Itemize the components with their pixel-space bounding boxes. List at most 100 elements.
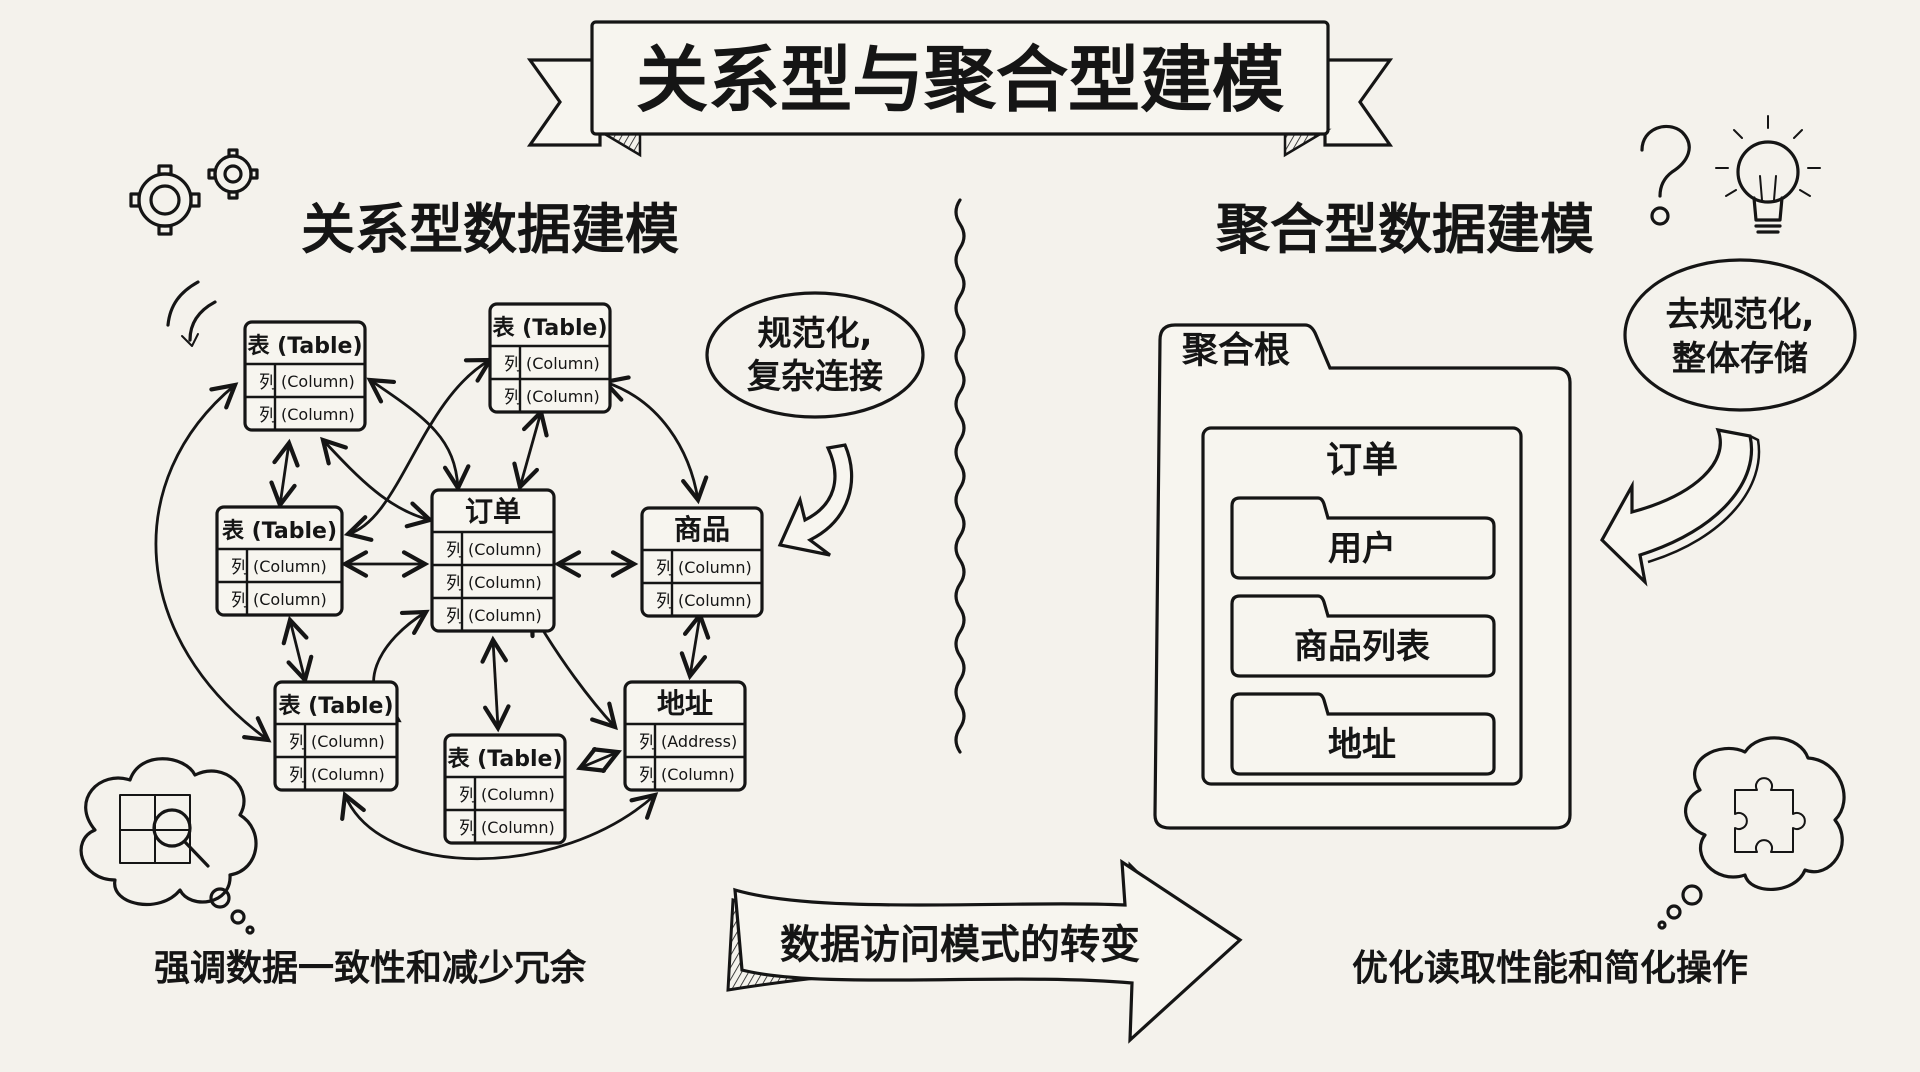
column-key: 列 [231, 590, 249, 611]
column-name: (Column) [661, 765, 735, 784]
sub-entity-label: 商品列表 [1294, 627, 1430, 667]
table-t5: 表 (Table) 列(Column)列(Column) [443, 733, 567, 845]
sub-entity-folder: 商品列表 [1230, 594, 1496, 678]
normalization-bubble: 规范化, 复杂连接 [705, 291, 925, 419]
relation-arrow [576, 746, 622, 774]
table-title: 表 (Table) [279, 694, 394, 719]
column-name: (Address) [661, 732, 737, 751]
column-key: 列 [259, 405, 277, 426]
column-name: (Column) [468, 540, 542, 559]
lightbulb-icon [1715, 115, 1821, 234]
table-t1: 表 (Table) 列(Column)列(Column) [243, 320, 367, 432]
column-name: (Column) [311, 765, 385, 784]
column-name: (Column) [481, 818, 555, 837]
column-key: 列 [289, 732, 307, 753]
tables-layer: 表 (Table)列(Column)列(Column)表 (Table)列(Co… [215, 302, 764, 845]
puzzle-magnifier-icon [79, 757, 258, 935]
table-t2: 表 (Table) 列(Column)列(Column) [488, 302, 612, 414]
column-key: 列 [446, 606, 464, 627]
column-key: 列 [656, 591, 674, 612]
relation-arrow [269, 438, 300, 510]
relation-arrow [343, 357, 494, 542]
column-name: (Column) [281, 372, 355, 391]
relation-arrow [340, 791, 659, 861]
column-name: (Column) [281, 405, 355, 424]
table-title: 商品 [674, 513, 730, 546]
table-title: 订单 [465, 495, 521, 528]
table-title: 表 (Table) [448, 747, 563, 772]
sub-entity-folder: 地址 [1230, 692, 1496, 776]
bubble-line: 去规范化, [1666, 295, 1815, 335]
bubble-line: 整体存储 [1672, 339, 1808, 379]
relation-arrow [281, 615, 314, 685]
sub-entity-label: 地址 [1328, 725, 1396, 765]
sub-entity-folder: 用户 [1230, 496, 1496, 580]
column-name: (Column) [311, 732, 385, 751]
table-address: 地址列(Address)列(Column) [623, 680, 747, 792]
column-key: 列 [289, 765, 307, 786]
column-key: 列 [446, 540, 464, 561]
aggregate-root-label: 聚合根 [1181, 330, 1290, 371]
column-key: 列 [446, 573, 464, 594]
column-name: (Column) [481, 785, 555, 804]
table-t3: 表 (Table) 列(Column)列(Column) [215, 505, 344, 617]
banner-right-tail [1323, 58, 1394, 147]
column-key: 列 [656, 558, 674, 579]
bubble-line: 规范化, [758, 314, 873, 354]
column-name: (Column) [468, 573, 542, 592]
bubble-line: 复杂连接 [747, 357, 883, 397]
table-title: 表 (Table) [248, 334, 363, 359]
curved-arrow-icon [1600, 427, 1761, 587]
banner-body [590, 20, 1330, 136]
column-name: (Column) [526, 354, 600, 373]
gears-icon [129, 148, 259, 236]
column-name: (Column) [468, 606, 542, 625]
relation-arrow [366, 377, 471, 493]
table-title: 表 (Table) [222, 519, 337, 544]
relation-arrow [154, 382, 272, 743]
relation-arrow [512, 407, 549, 492]
column-key: 列 [259, 372, 277, 393]
transition-arrow: 数据访问模式的转变 [726, 858, 1243, 1044]
table-title: 地址 [657, 687, 713, 720]
curved-arrow-icon [777, 443, 854, 557]
relation-arrow [600, 375, 709, 505]
puzzle-piece-icon [1657, 736, 1846, 930]
banner-left-tail [526, 58, 602, 147]
table-order: 订单列(Column)列(Column)列(Column) [430, 488, 556, 633]
table-box [215, 505, 344, 617]
column-key: 列 [504, 354, 522, 375]
table-product: 商品列(Column)列(Column) [640, 506, 764, 618]
denormalization-bubble: 去规范化, 整体存储 [1623, 258, 1857, 412]
relation-arrow [480, 635, 511, 733]
sub-entity-label: 用户 [1328, 529, 1396, 569]
column-name: (Column) [678, 558, 752, 577]
column-key: 列 [639, 732, 657, 753]
column-key: 列 [459, 785, 477, 806]
title-banner: 关系型与聚合型建模 [526, 20, 1394, 158]
column-key: 列 [639, 765, 657, 786]
order-entity-label: 订单 [1326, 440, 1398, 481]
table-title: 表 (Table) [493, 316, 608, 341]
column-key: 列 [504, 387, 522, 408]
page-title: 关系型与聚合型建模 [636, 38, 1284, 122]
column-key: 列 [459, 818, 477, 839]
table-t4: 表 (Table) 列(Column)列(Column) [273, 680, 399, 792]
relation-arrow [679, 610, 711, 681]
question-mark-icon [1640, 124, 1691, 226]
left-heading: 关系型数据建模 [301, 198, 679, 261]
curved-arrow-icon [166, 280, 217, 347]
column-name: (Column) [526, 387, 600, 406]
column-name: (Column) [253, 590, 327, 609]
section-divider [954, 198, 966, 754]
column-key: 列 [231, 557, 249, 578]
column-name: (Column) [678, 591, 752, 610]
transition-label: 数据访问模式的转变 [780, 922, 1140, 968]
right-heading: 聚合型数据建模 [1215, 198, 1594, 261]
column-name: (Column) [253, 557, 327, 576]
right-caption: 优化读取性能和简化操作 [1352, 948, 1748, 989]
left-caption: 强调数据一致性和减少冗余 [154, 947, 587, 989]
